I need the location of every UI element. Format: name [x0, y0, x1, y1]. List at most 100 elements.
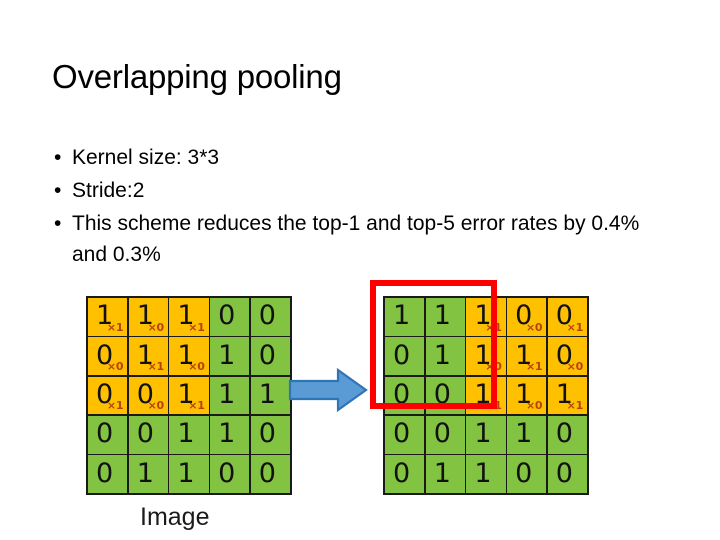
kernel-weight-label: ×1 — [106, 320, 124, 334]
matrix-cell-value: 1 — [136, 300, 154, 332]
matrix-cell-value: 0 — [515, 300, 533, 332]
matrix-cell-value: 1 — [177, 300, 195, 332]
matrix-cell: 0 — [385, 376, 425, 415]
matrix-cell: 1 — [128, 455, 168, 493]
matrix-cell-value: 0 — [555, 418, 573, 450]
matrix-cell-highlighted: 0×0 — [128, 376, 168, 415]
matrix-cell-value: 1 — [474, 378, 492, 410]
bullet-text: Kernel size: 3*3 — [72, 146, 220, 169]
kernel-weight-label: ×0 — [525, 399, 543, 413]
matrix-cell: 0 — [210, 298, 250, 336]
matrix-cell-highlighted: 0×0 — [547, 337, 587, 376]
matrix-cell-value: 0 — [393, 457, 411, 489]
matrix-cell-value: 0 — [96, 457, 114, 489]
matrix-cell-highlighted: 0×1 — [547, 298, 587, 336]
matrix-cell-highlighted: 1×1 — [547, 376, 587, 415]
matrix-cell: 1 — [425, 455, 465, 493]
bullet-marker-icon: • — [54, 179, 62, 202]
matrix-cell: 1 — [210, 415, 250, 454]
kernel-weight-label: ×0 — [525, 320, 543, 334]
matrix-cell-value: 1 — [555, 378, 573, 410]
kernel-weight-label: ×0 — [147, 399, 165, 413]
matrix-cell: 1 — [466, 415, 506, 454]
page-title: Overlapping pooling — [52, 58, 342, 95]
kernel-weight-label: ×0 — [566, 360, 584, 374]
matrix-cell-value: 1 — [474, 339, 492, 371]
matrix-cell-value: 0 — [258, 300, 276, 332]
matrix-cell-highlighted: 0×0 — [88, 337, 128, 376]
matrix-cell-highlighted: 1×1 — [466, 376, 506, 415]
matrix-cell-value: 0 — [393, 378, 411, 410]
matrix-cell-value: 0 — [555, 339, 573, 371]
matrix-cell-value: 0 — [258, 418, 276, 450]
kernel-weight-label: ×1 — [566, 399, 584, 413]
kernel-weight-label: ×0 — [147, 320, 165, 334]
kernel-weight-label: ×1 — [485, 399, 502, 413]
matrix-cell: 1 — [210, 376, 250, 415]
matrix-cell-value: 0 — [218, 457, 236, 489]
matrix-cell: 1 — [466, 455, 506, 493]
matrix-cell: 1 — [507, 415, 547, 454]
matrix-cell-value: 0 — [218, 300, 236, 332]
matrix-cell-value: 0 — [136, 418, 154, 450]
matrix-cell-value: 1 — [96, 300, 114, 332]
matrix-cell-highlighted: 1×0 — [507, 376, 547, 415]
bullet-text: Stride:2 — [72, 179, 145, 202]
matrix-cell-highlighted: 0×0 — [507, 298, 547, 336]
bullet-item-kernel-size: • Kernel size: 3*3 — [50, 142, 670, 173]
matrix-cell: 1 — [250, 376, 290, 415]
matrix-cell-value: 1 — [393, 300, 411, 332]
matrix-cell-value: 0 — [258, 339, 276, 371]
kernel-weight-label: ×0 — [106, 360, 124, 374]
matrix-cell-highlighted: 1×1 — [169, 298, 209, 336]
bullet-marker-icon: • — [54, 146, 62, 169]
matrix-cell-value: 0 — [433, 418, 451, 450]
matrix-cell: 0 — [250, 298, 290, 336]
matrix-cell: 0 — [385, 415, 425, 454]
matrix-cell: 0 — [547, 455, 587, 493]
matrix-cell-value: 1 — [177, 418, 195, 450]
matrix-cell: 0 — [425, 376, 465, 415]
kernel-weight-label: ×1 — [485, 320, 502, 334]
matrix-cell: 0 — [507, 455, 547, 493]
bullet-item-error-rates: • This scheme reduces the top-1 and top-… — [50, 208, 670, 270]
matrix-cell-highlighted: 1×1 — [169, 376, 209, 415]
matrix-cell-value: 1 — [474, 457, 492, 489]
matrix-cell-value: 0 — [555, 457, 573, 489]
matrix-cell-value: 0 — [96, 418, 114, 450]
matrix-cell-value: 1 — [177, 378, 195, 410]
matrix-cell-value: 1 — [177, 339, 195, 371]
bullet-list: • Kernel size: 3*3 • Stride:2 • This sch… — [50, 142, 670, 272]
matrix-cell: 1 — [169, 415, 209, 454]
matrix-cell-highlighted: 1×1 — [88, 298, 128, 336]
matrix-cell-value: 1 — [433, 339, 451, 371]
matrix-cell: 1 — [210, 337, 250, 376]
matrix-cell-highlighted: 1×0 — [169, 337, 209, 376]
matrix-cell-value: 1 — [515, 378, 533, 410]
matrix-cell: 0 — [250, 415, 290, 454]
matrix-cell: 0 — [210, 455, 250, 493]
matrix-cell-value: 1 — [515, 418, 533, 450]
matrix-cell: 0 — [128, 415, 168, 454]
kernel-weight-label: ×1 — [566, 320, 584, 334]
matrix-cell: 0 — [385, 455, 425, 493]
flow-arrow-icon — [288, 367, 368, 413]
matrix-cell-value: 0 — [96, 378, 114, 410]
matrix-cell-value: 0 — [96, 339, 114, 371]
matrix-cell: 0 — [250, 337, 290, 376]
matrix-cell-value: 0 — [433, 378, 451, 410]
matrix-cell-highlighted: 1×1 — [466, 298, 506, 336]
matrix-cell-highlighted: 0×1 — [88, 376, 128, 415]
matrix-cell-value: 1 — [218, 418, 236, 450]
matrix-cell: 0 — [547, 415, 587, 454]
matrix-cell: 0 — [385, 337, 425, 376]
matrix-cell-value: 0 — [393, 418, 411, 450]
matrix-cell-value: 1 — [433, 300, 451, 332]
matrix-cell: 0 — [425, 415, 465, 454]
kernel-weight-label: ×1 — [106, 399, 124, 413]
matrix-cell-value: 1 — [258, 378, 276, 410]
bullet-text: This scheme reduces the top-1 and top-5 … — [72, 212, 640, 266]
